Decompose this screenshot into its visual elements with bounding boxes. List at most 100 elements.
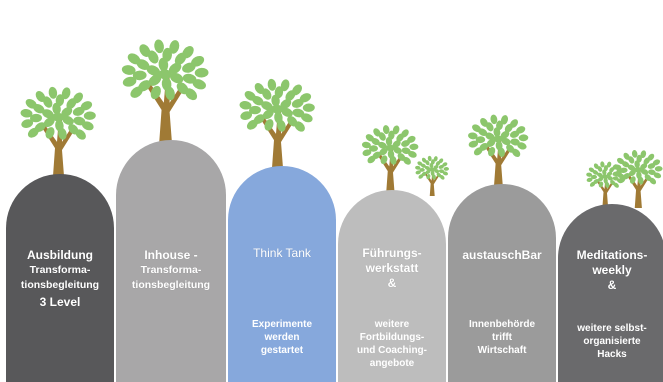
column-inhouse-title: Inhouse - Transforma- tionsbegleitung — [120, 248, 222, 293]
tree-leaf — [147, 50, 159, 64]
column-meditations-weekly-body: weitere selbst- organisierte Hacks — [562, 322, 662, 361]
title-line: tionsbegleitung — [20, 279, 100, 291]
tree-leaf — [369, 145, 378, 152]
title-line: 3 Level — [39, 295, 81, 309]
body-line: weitere — [374, 319, 410, 330]
tree-leaf — [654, 166, 663, 172]
tree-leaf — [43, 96, 53, 108]
tree-leaf — [442, 162, 448, 167]
tree-leaf — [618, 176, 626, 184]
tree-leaf — [262, 88, 272, 100]
tree-leaf — [361, 141, 371, 149]
tree-leaf — [597, 172, 603, 178]
tree-leaf — [168, 62, 182, 75]
tree-leaf — [127, 53, 141, 65]
tree-leaf — [501, 137, 511, 146]
tree-icon — [361, 125, 419, 192]
tree-leaf — [20, 109, 33, 118]
tree-leaf — [434, 168, 440, 174]
tree-leaf — [600, 161, 605, 168]
body-line: gestartet — [260, 345, 304, 356]
title-line: Transforma- — [140, 264, 202, 276]
tree-leaf — [80, 101, 93, 111]
tree-leaf — [517, 142, 527, 150]
title-line: Think Tank — [253, 246, 311, 260]
column-fuehrungswerkstatt: Führungs- werkstatt & weitere Fortbildun… — [338, 190, 446, 382]
tree-leaf — [27, 127, 39, 138]
title-line: werkstatt — [365, 261, 419, 275]
tree-leaf — [438, 158, 444, 164]
column-ausbildung: Ausbildung Transforma- tionsbegleitung 3… — [6, 174, 114, 382]
tree-leaf — [73, 92, 83, 104]
tree-leaf — [170, 72, 184, 84]
title-line: & — [607, 278, 617, 292]
tree-leaf — [148, 74, 162, 86]
tree-leaf — [165, 86, 175, 101]
body-line: Experimente — [251, 319, 313, 330]
tree-leaf — [473, 147, 483, 156]
column-think-tank: Think Tank Experimente werden gestartet — [228, 166, 336, 382]
tree-leaf — [277, 119, 286, 132]
tree-icon — [415, 155, 449, 196]
tree-leaf — [480, 117, 488, 127]
body-line: werden — [264, 332, 300, 343]
tree-leaf — [638, 176, 644, 185]
tree-leaf — [42, 109, 54, 119]
tree-leaf — [496, 120, 503, 131]
column-think-tank-body: Experimente werden gestartet — [232, 318, 332, 357]
tree-leaf — [509, 119, 519, 128]
tree-leaf — [271, 104, 283, 114]
tree-leaf — [597, 176, 604, 182]
tree-leaf — [631, 150, 638, 158]
tree-leaf — [417, 161, 423, 166]
tree-leaf — [652, 159, 661, 166]
column-think-tank-title: Think Tank — [232, 246, 332, 261]
tree-leaf — [154, 39, 164, 54]
tree-leaf — [239, 101, 252, 110]
tree-leaf — [432, 174, 436, 180]
tree-leaf — [628, 169, 636, 177]
tree-leaf — [61, 107, 73, 117]
tree-leaf — [588, 167, 595, 173]
tree-leaf — [378, 132, 386, 141]
tree-leaf — [73, 116, 86, 126]
title-line: Inhouse - — [144, 248, 198, 262]
tree-leaf — [169, 40, 180, 54]
tree-leaf — [25, 98, 37, 109]
tree-leaf — [606, 161, 612, 168]
tree-leaf — [586, 177, 593, 182]
tree-leaf — [182, 46, 194, 59]
tree-leaf — [623, 152, 630, 160]
tree-leaf — [619, 167, 628, 174]
tree-leaf — [35, 90, 46, 103]
tree-leaf — [425, 169, 431, 175]
tree-icon — [239, 78, 315, 168]
tree-leaf — [401, 147, 411, 154]
tree-leaf — [433, 156, 438, 162]
tree-leaf — [468, 132, 478, 140]
tree-leaf — [192, 79, 206, 90]
title-line: Ausbildung — [27, 248, 93, 262]
tree-leaf — [262, 109, 274, 120]
tree-leaf — [299, 93, 312, 103]
column-fuehrungswerkstatt-body: weitere Fortbildungs- und Coaching- ange… — [342, 318, 442, 370]
tree-leaf — [274, 86, 284, 99]
tree-leaf — [388, 130, 395, 140]
tree-leaf — [191, 55, 205, 67]
tree-leaf — [261, 101, 273, 111]
title-line: tionsbegleitung — [131, 279, 211, 291]
tree-leaf — [598, 181, 604, 188]
tree-leaf — [292, 84, 302, 96]
body-line: organisierte — [583, 336, 641, 347]
tree-leaf — [162, 47, 173, 62]
body-line: Wirtschaft — [477, 345, 527, 356]
tree-leaf — [634, 166, 642, 173]
tree-leaf — [415, 165, 421, 170]
tree-leaf — [240, 111, 253, 120]
tree-leaf — [150, 85, 161, 100]
tree-leaf — [185, 88, 198, 101]
tree-leaf — [430, 159, 435, 165]
body-line: Hacks — [597, 349, 627, 360]
tree-leaf — [373, 128, 381, 137]
tree-leaf — [605, 181, 610, 188]
